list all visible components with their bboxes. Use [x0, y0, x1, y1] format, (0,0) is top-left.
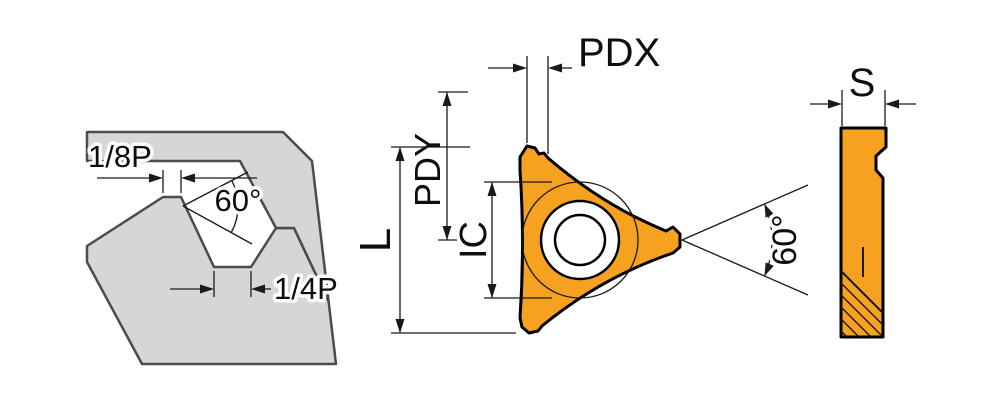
arrowhead — [442, 92, 452, 106]
arrowhead — [764, 204, 774, 218]
arrowhead — [487, 182, 497, 196]
crest-flat-label: 1/8P — [88, 139, 152, 174]
arrowhead — [181, 173, 195, 183]
pdx-label: PDX — [578, 31, 660, 75]
arrowhead — [548, 63, 562, 73]
dim-pdx: PDX — [488, 28, 664, 154]
ic-label: IC — [453, 221, 495, 259]
arrowhead — [442, 226, 452, 240]
insert-front-view: PDX PDY L IC — [348, 28, 809, 335]
section-hatching — [840, 270, 884, 338]
angle-line — [182, 205, 253, 245]
arrowhead — [395, 147, 405, 161]
arrowhead — [395, 319, 405, 333]
hatch-line — [840, 330, 848, 338]
angle-arc — [230, 180, 239, 233]
hatch-line — [840, 282, 884, 326]
root-flat-label: 1/4P — [274, 271, 338, 306]
dim-length: L — [348, 146, 516, 334]
dim-root-flat: 1/4P — [170, 268, 341, 310]
dim-thread-angle: 60° — [182, 171, 265, 245]
arrowhead — [885, 99, 899, 109]
hatch-line — [840, 318, 860, 338]
angle-line — [681, 184, 809, 241]
length-label: L — [351, 228, 400, 252]
arrowhead — [828, 99, 842, 109]
arrowhead — [251, 284, 265, 294]
thickness-label: S — [849, 61, 876, 105]
pdy-label: PDY — [407, 133, 448, 207]
dim-point-angle: 60° — [681, 184, 809, 296]
thread-angle-label: 60° — [215, 183, 262, 218]
angle-line — [182, 171, 249, 207]
arrowhead — [200, 284, 214, 294]
dim-pdy: PDY — [404, 91, 468, 241]
section-boundary-line — [840, 270, 884, 314]
dim-thickness: S — [810, 58, 916, 126]
dim-ic: IC — [450, 181, 552, 299]
side-profile-body — [839, 126, 888, 339]
angle-line — [681, 239, 809, 296]
inscribed-circle — [521, 181, 639, 299]
hole-bore — [553, 213, 607, 267]
arrowhead — [513, 63, 527, 73]
hatch-line — [840, 294, 884, 338]
thread-material-upper — [85, 130, 330, 303]
arrowhead — [149, 173, 163, 183]
thread-profile-view: 1/8P 60° 1/4P — [85, 130, 341, 366]
point-angle-label: 60° — [766, 214, 804, 265]
dim-crest-flat: 1/8P — [85, 136, 257, 193]
arrowhead — [764, 262, 774, 276]
insert-side-view: S — [810, 58, 916, 339]
arrowhead — [487, 284, 497, 298]
hatch-line — [840, 306, 872, 338]
